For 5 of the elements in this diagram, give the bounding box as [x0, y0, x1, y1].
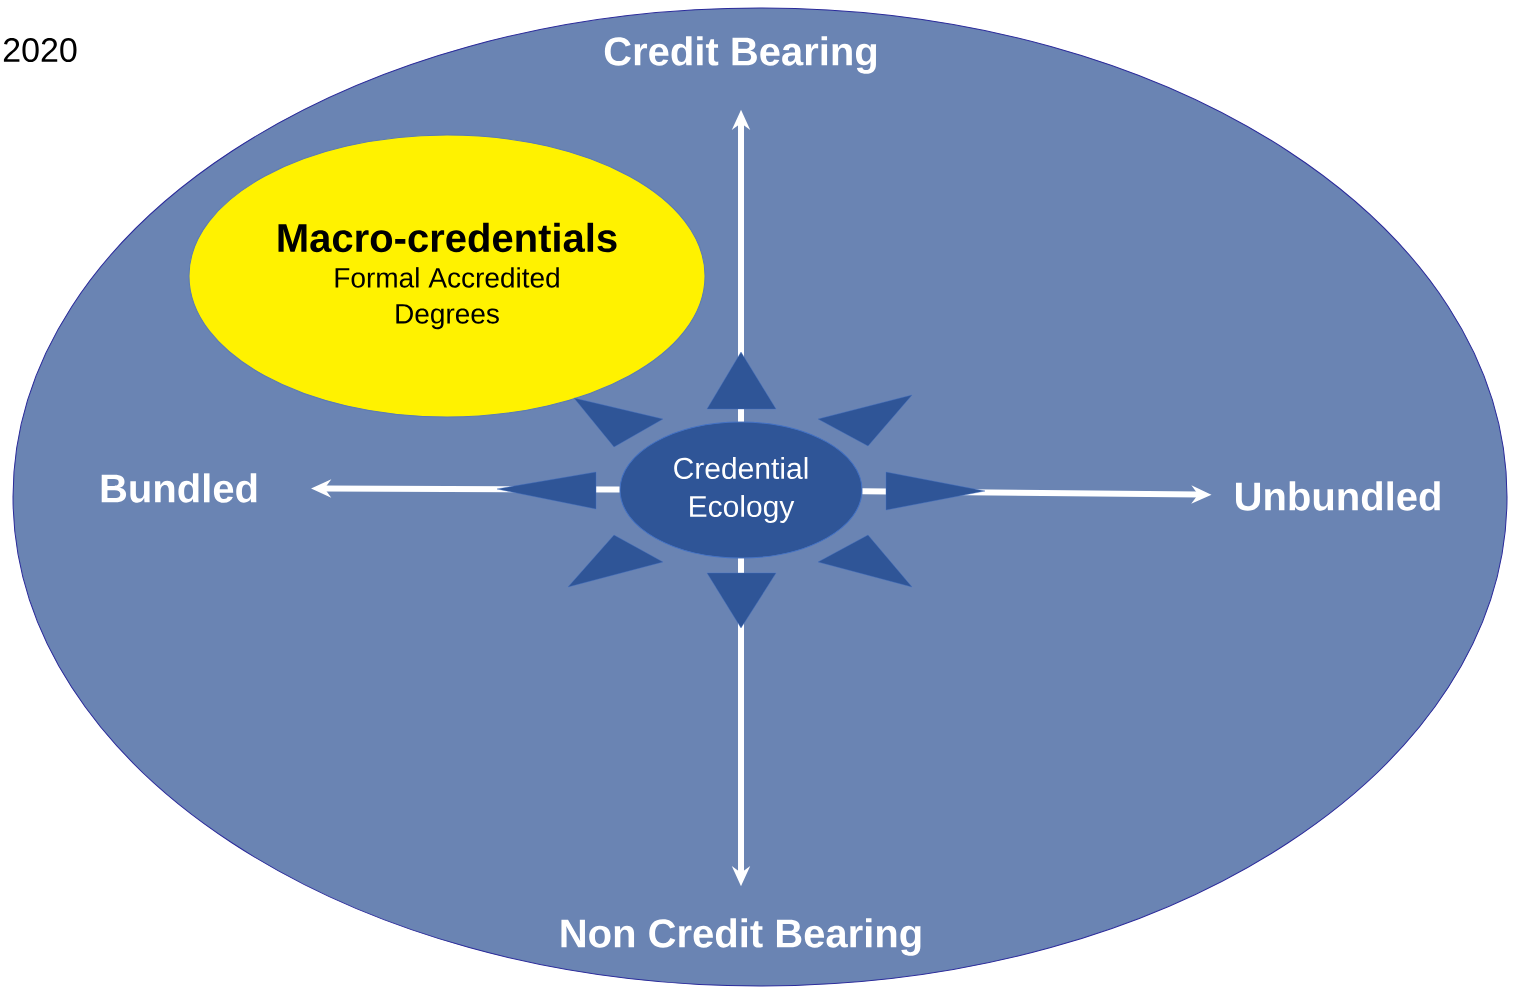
year-label: 2020 — [3, 37, 77, 63]
axis-label: Credit Bearing — [604, 36, 877, 74]
axis-label: Unbundled — [1236, 481, 1440, 511]
axis-label: Non Credit Bearing — [561, 918, 921, 956]
axis-label: Bundled — [101, 473, 257, 503]
